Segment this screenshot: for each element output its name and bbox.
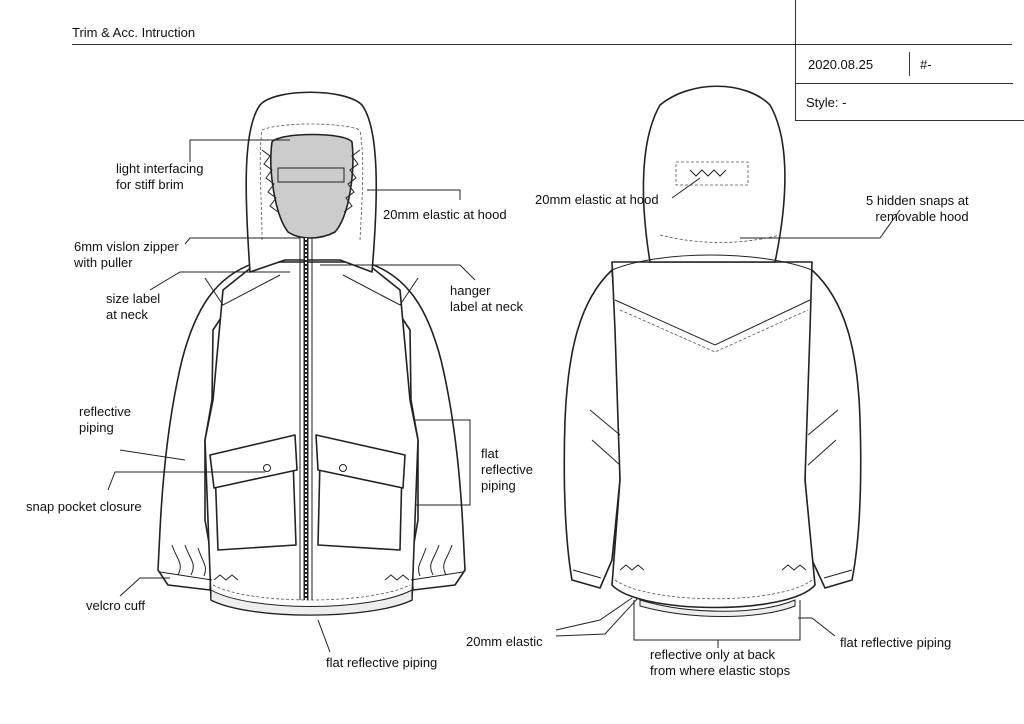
label-back-elastic-hood: 20mm elastic at hood	[535, 192, 659, 207]
label-reflective-back: reflective only at back from where elast…	[650, 647, 791, 678]
front-right-flap	[315, 434, 406, 489]
front-jacket	[157, 91, 466, 616]
back-body	[611, 261, 816, 609]
label-velcro-cuff: velcro cuff	[86, 598, 146, 613]
label-zipper: 6mm vislon zipper with puller	[74, 239, 179, 270]
number-field: #-	[920, 57, 932, 72]
front-hood-opening	[270, 133, 354, 239]
label-interfacing: light interfacing for stiff brim	[116, 161, 204, 192]
back-right-sleeve	[804, 269, 862, 589]
label-hidden-snaps: 5 hidden snaps at removable hood	[866, 193, 969, 224]
hood-elastic-band	[277, 167, 345, 183]
label-snap-pocket: snap pocket closure	[26, 499, 142, 514]
label-reflective-piping: reflective piping	[79, 404, 132, 435]
back-left-sleeve	[563, 269, 621, 589]
front-left-sleeve	[157, 261, 259, 591]
header-rule	[72, 44, 1012, 45]
back-hood	[642, 85, 786, 263]
front-left-flap	[209, 434, 298, 489]
label-back-flat-piping: flat reflective piping	[840, 635, 952, 650]
label-hanger: hanger label at neck	[450, 283, 523, 314]
leader-lines	[107, 139, 901, 653]
date-field: 2020.08.25	[808, 57, 874, 72]
label-20mm-elastic: 20mm elastic	[466, 634, 543, 649]
style-field: Style: -	[806, 95, 847, 110]
front-right-sleeve	[364, 261, 466, 591]
info-separator	[909, 52, 910, 76]
label-flat-piping-side: flat reflective piping	[481, 446, 534, 493]
info-divider	[796, 83, 1013, 84]
back-jacket	[563, 85, 862, 617]
info-box: 2020.08.25 #- Style: -	[795, 0, 1024, 121]
sheet-title: Trim & Acc. Intruction	[72, 25, 196, 40]
label-front-elastic-hood: 20mm elastic at hood	[383, 207, 507, 222]
label-flat-piping-hem: flat reflective piping	[326, 655, 438, 670]
label-size-label: size label at neck	[106, 291, 161, 322]
